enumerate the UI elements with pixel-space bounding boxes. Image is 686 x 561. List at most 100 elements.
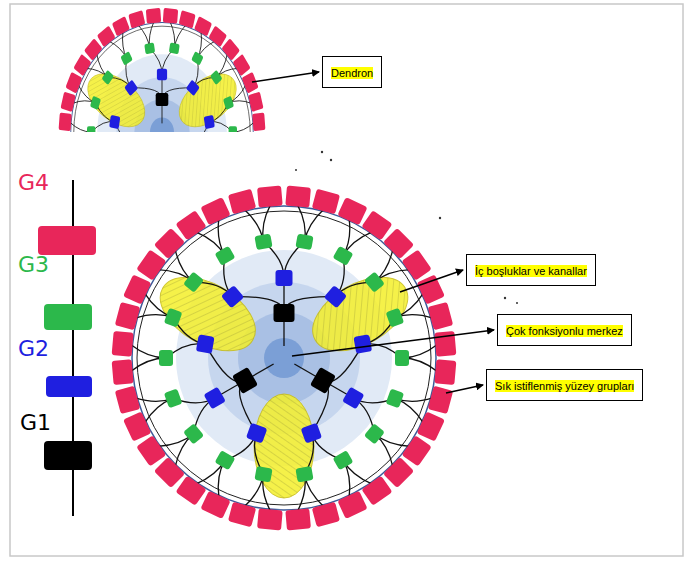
g3-block [215,450,236,470]
g4-block [194,16,212,36]
g4-block [417,274,445,304]
g2-block [124,80,138,97]
g4-block [128,10,145,28]
branch-lines [70,22,254,132]
g4-block [200,197,230,225]
g2-block [342,387,364,410]
g4-block [242,72,259,94]
g3-block [386,308,405,328]
g4-block [65,72,82,94]
g2-block [221,285,244,308]
g3-block [183,272,204,293]
g4-block [84,38,103,60]
g1-block [274,304,295,322]
g4-block [221,38,240,60]
leader-lines [252,72,494,393]
branch-lines [131,205,438,512]
g4-block [248,92,263,112]
leader-arrow [446,385,483,393]
g2-block [301,423,322,444]
g4-block [361,476,392,506]
small-dendron [59,8,266,132]
callout-label: Dendron [331,67,373,79]
small-dendron-clip [59,8,266,132]
g2-block [196,334,215,354]
g4-block [163,8,178,24]
g4-block [123,274,151,304]
g3-block [295,466,313,483]
outer-ring [132,206,436,510]
cavity-lobe [80,63,152,132]
g4-block [383,457,414,488]
g4-block [257,508,283,530]
g4-block [73,54,91,76]
frame [10,4,683,556]
g2-block [353,334,372,354]
g3-block [191,51,204,65]
g3-block [333,450,354,470]
g1-block [156,93,169,106]
g4-block [252,113,265,131]
inner-ring [137,211,431,505]
g4-block [146,8,161,24]
g4-block [136,250,166,281]
g3-block [223,96,234,110]
g3-block [295,234,313,251]
g2-block [109,115,120,129]
callout-box: Sık istiflenmiş yüzey grupları [486,369,643,401]
g4-block [112,16,130,36]
g3-block [215,246,236,266]
g3-block [164,308,183,328]
callout-box: İç boşluklar ve kanallar [466,254,596,286]
g3-block [101,70,114,85]
g4-block [200,491,230,519]
outer-ring [71,23,253,132]
g3-block [159,350,173,366]
g3-block [254,234,272,251]
g3-block [169,42,180,54]
g4-block [179,10,196,28]
g4-block [136,435,166,466]
big-dendrimer [112,186,457,531]
g4-block [361,210,392,240]
legend-swatch [44,441,92,470]
g2-block [204,387,226,410]
g4-block [312,189,340,215]
legend-label: G2 [18,336,49,362]
g3-block [183,423,204,444]
generation-blocks [59,8,266,132]
g4-block [402,435,432,466]
generation-blocks [112,186,457,531]
callout-box: Çok fonksiyonlu merkez [497,314,632,346]
g4-block [428,386,454,414]
leader-arrow [292,330,494,356]
cavity-hatch [80,63,152,132]
g2-block [186,80,200,97]
g3-block [386,388,405,408]
g1-block [232,367,258,394]
g3-block [164,388,183,408]
callout-label: Çok fonksiyonlu merkez [506,325,623,337]
g4-block [115,302,141,330]
g4-block [112,331,134,357]
g4-block [154,228,185,259]
callout-box: Dendron [322,56,382,88]
g4-block [97,26,116,48]
legend-swatch [44,304,92,330]
g4-block [154,457,185,488]
legend-label: G1 [20,410,51,436]
callout-label: İç boşluklar ve kanallar [475,265,587,277]
g3-block [229,126,237,132]
g3-block [87,126,95,132]
g4-block [115,386,141,414]
cavity-hatch [172,63,244,132]
g4-block [337,491,367,519]
cavity-lobe [172,63,244,132]
legend-label: G3 [18,252,49,278]
legend-swatch [46,376,92,397]
g4-block [383,228,414,259]
g4-block [417,411,445,441]
g4-block [176,476,207,506]
g3-block [395,350,409,366]
g4-block [402,250,432,281]
